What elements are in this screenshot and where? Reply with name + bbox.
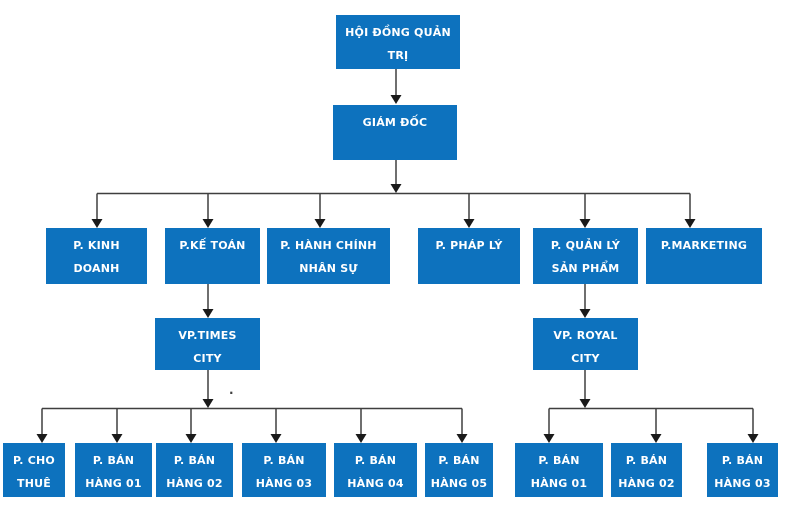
org-node-royal-p-ban-hang-01: P. BÁN HÀNG 01 [515,443,603,497]
org-node-times-p-ban-hang-04: P. BÁN HÀNG 04 [334,443,417,497]
org-node-p-ke-toan: P.KẾ TOÁN [165,228,260,284]
org-node-hoi-dong-quan-tri: HỘI ĐỒNG QUẢN TRỊ [336,15,460,69]
org-node-vp-times-city: VP.TIMES CITY [155,318,260,370]
org-node-times-p-ban-hang-02: P. BÁN HÀNG 02 [156,443,233,497]
org-node-p-kinh-doanh: P. KINH DOANH [46,228,147,284]
org-node-p-phap-ly: P. PHÁP LÝ [418,228,520,284]
org-node-times-p-ban-hang-01: P. BÁN HÀNG 01 [75,443,152,497]
org-node-giam-doc: GIÁM ĐỐC [333,105,457,160]
org-node-times-p-ban-hang-03: P. BÁN HÀNG 03 [242,443,326,497]
org-node-p-hanh-chinh-nhan-su: P. HÀNH CHÍNH NHÂN SỰ [267,228,390,284]
org-node-p-marketing: P.MARKETING [646,228,762,284]
org-node-vp-royal-city: VP. ROYAL CITY [533,318,638,370]
org-node-p-cho-thue: P. CHO THUÊ [3,443,65,497]
org-node-royal-p-ban-hang-03: P. BÁN HÀNG 03 [707,443,778,497]
org-node-royal-p-ban-hang-02: P. BÁN HÀNG 02 [611,443,682,497]
org-node-p-quan-ly-san-pham: P. QUẢN LÝ SẢN PHẨM [533,228,638,284]
org-node-times-p-ban-hang-05: P. BÁN HÀNG 05 [425,443,493,497]
stray-dot: . [229,383,234,397]
